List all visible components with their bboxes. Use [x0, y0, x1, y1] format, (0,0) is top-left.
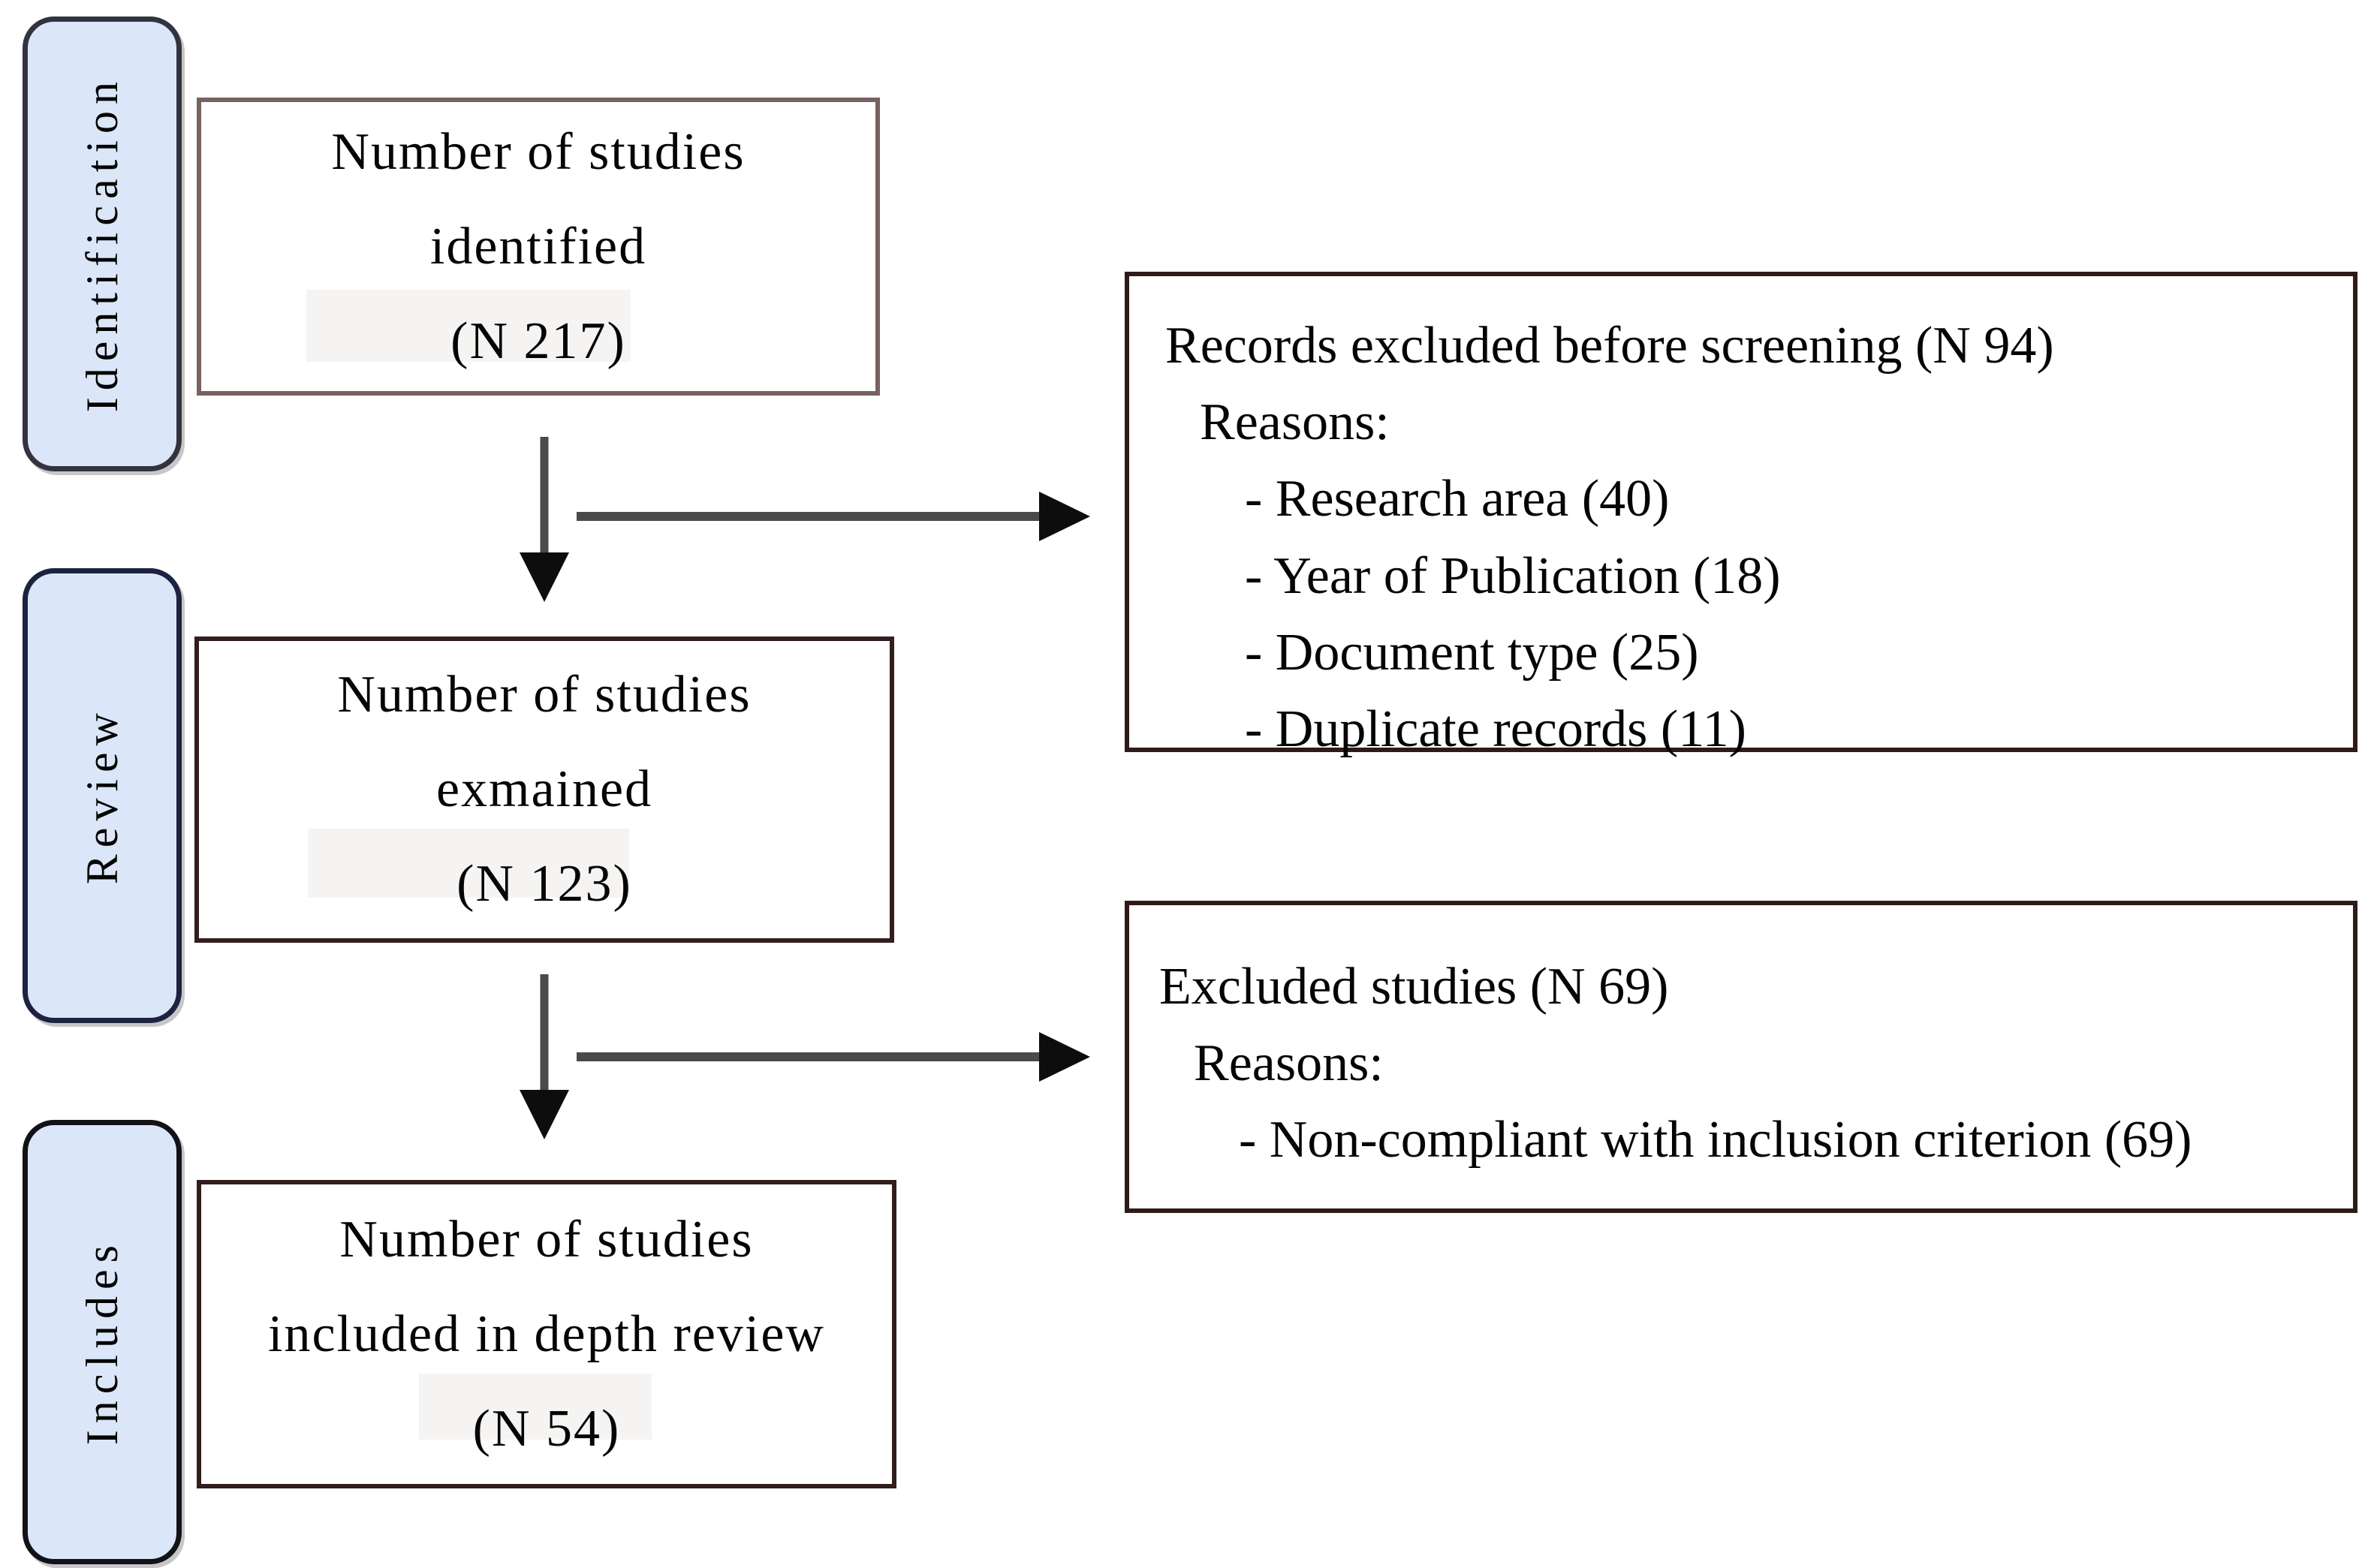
reason-item: - Year of Publication (18): [1245, 546, 1781, 605]
reason-item: - Research area (40): [1245, 470, 1670, 528]
highlight-patch: [308, 829, 629, 898]
reason-item: - Non-compliant with inclusion criterion…: [1239, 1111, 2192, 1169]
stage-label-includes: Includes: [23, 1120, 182, 1564]
flow-box-count: (N 217): [450, 311, 626, 370]
highlight-patch: [419, 1374, 652, 1440]
reason-item: - Duplicate records (11): [1245, 700, 1746, 758]
flow-box-studies-included: Number of studies included in depth revi…: [197, 1180, 896, 1488]
reason-item: - Document type (25): [1245, 623, 1699, 682]
side-box-excluded-before-screening: Records excluded before screening (N 94)…: [1125, 272, 2357, 758]
flow-box-count: (N 54): [472, 1399, 621, 1458]
stage-label-identification: Identification: [23, 17, 182, 471]
side-box-excluded-studies: Excluded studies (N 69) Reasons: - Non-c…: [1125, 901, 2357, 1213]
reasons-label: Reasons:: [1194, 1034, 1384, 1093]
side-box-title: Records excluded before screening (N 94): [1165, 317, 2054, 375]
flow-box-line: Number of studies: [331, 122, 746, 181]
stage-label-text: Identification: [77, 75, 127, 413]
flow-box-studies-identified: Number of studies identified (N 217): [197, 98, 880, 396]
flow-box-line: Number of studies: [339, 1210, 754, 1269]
flow-box-line: identified: [429, 217, 647, 275]
flow-box-count: (N 123): [456, 855, 632, 913]
stage-label-review: Review: [23, 568, 182, 1023]
arrow-right-2-head: [1039, 1032, 1090, 1082]
stage-label-text: Includes: [77, 1238, 127, 1446]
arrow-right-1-head: [1039, 492, 1090, 541]
stage-label-text: Review: [77, 706, 127, 885]
flow-box-line: Number of studies: [337, 666, 752, 724]
arrow-down-1-head: [520, 552, 569, 602]
flow-box-studies-examined: Number of studies exmained (N 123): [194, 637, 894, 943]
arrow-down-2-head: [520, 1090, 569, 1139]
flow-box-line: included in depth review: [268, 1305, 825, 1363]
highlight-patch: [306, 290, 631, 362]
flow-box-line: exmained: [435, 760, 653, 818]
side-box-title: Excluded studies (N 69): [1159, 958, 1669, 1016]
reasons-label: Reasons:: [1200, 393, 1390, 452]
